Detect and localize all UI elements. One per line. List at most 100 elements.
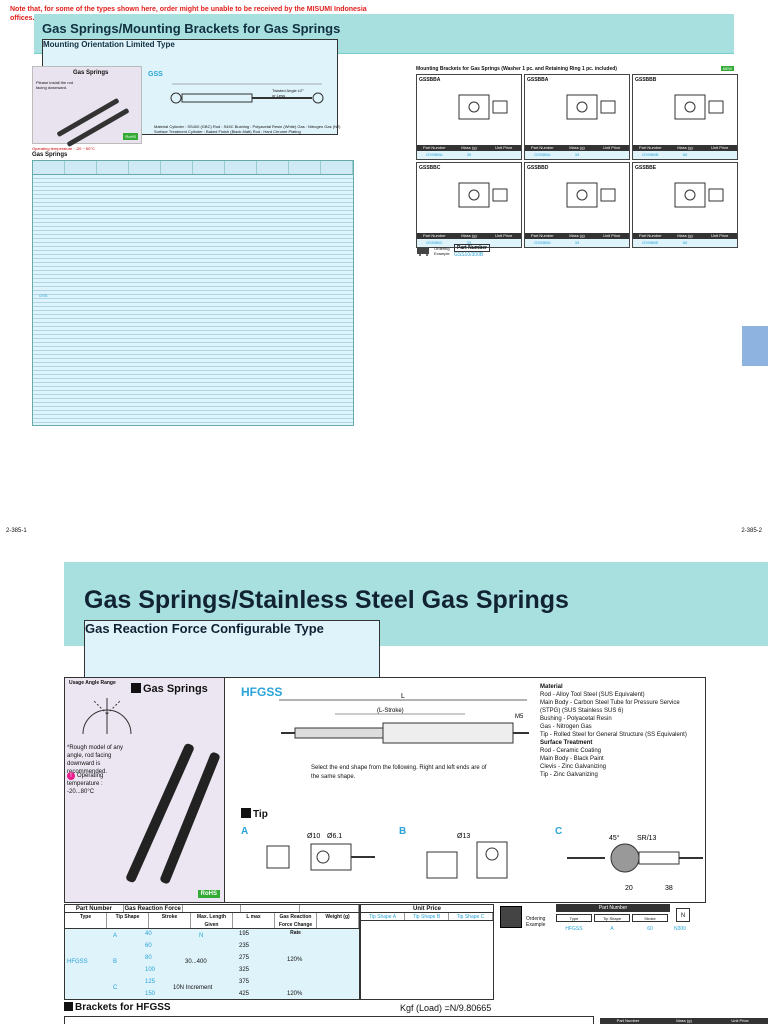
bracket-head: Unit Price — [711, 145, 729, 150]
bracket-name: GSSBBD — [527, 165, 549, 171]
bracket-name: GSSBBA — [419, 77, 441, 83]
kgf-formula: Kgf (Load) =N/9.80665 — [400, 1003, 492, 1013]
bracket-head: Part Number — [530, 145, 554, 150]
table-row — [33, 407, 353, 411]
top-header-title: Gas Springs/Mounting Brackets for Gas Sp… — [42, 21, 341, 36]
hfgss-photo-panel: Usage Angle Range Gas Springs *Rough mod… — [65, 678, 225, 902]
table-body: HFGSS A B C 40 60 80 100 125 150 N 30...… — [65, 929, 359, 1001]
length-cell: 195 — [239, 931, 250, 937]
length-cell: 275 — [239, 955, 250, 961]
tip-c-label: C — [555, 826, 563, 837]
main-title: Gas Springs/Stainless Steel Gas Springs — [84, 586, 569, 614]
gss-drawing — [170, 83, 324, 104]
ordering-part-head: Part Number — [556, 904, 670, 912]
gas-spring-image — [159, 751, 221, 885]
ordering-value: HFGSS — [565, 926, 583, 932]
gss-temp: Operating temperature : -20 ~ 60°C — [32, 146, 95, 151]
table-row — [33, 383, 353, 387]
table-row — [33, 303, 353, 307]
brackets-frame — [64, 1016, 594, 1024]
table-row — [33, 295, 353, 299]
stroke-cell: 40 — [145, 931, 152, 937]
table-header-row: Part Number Gas Reaction Force — [65, 905, 359, 913]
stroke-cell: 125 — [145, 979, 156, 985]
ordering-value: A — [610, 926, 614, 932]
price-col: Tip Shape B — [405, 913, 449, 920]
gss-material: Material Cylinder : SS400 (GBC) Rod : S4… — [154, 124, 354, 134]
bracket-head: Part Number — [638, 145, 662, 150]
table-row — [33, 415, 353, 419]
gss-panel: Gas Springs Please install the rod facin… — [32, 66, 354, 426]
bracket-part: GSSBBA — [534, 152, 551, 157]
unit-price-title: Unit Price — [361, 905, 493, 913]
table-row — [33, 223, 353, 227]
bracket-drawing — [566, 182, 616, 208]
brackets-panel: Mounting Brackets for Gas Springs (Washe… — [416, 66, 738, 258]
tip-b-drawing: Ø13 — [426, 833, 508, 879]
force-increment: 10N Increment — [173, 985, 213, 991]
table-row — [33, 195, 353, 199]
ordering-part-head: Part Number — [454, 244, 491, 252]
dim-phi6: Ø6.1 — [327, 833, 342, 840]
table-row — [33, 319, 353, 323]
table-row — [33, 203, 353, 207]
table-row — [33, 307, 353, 311]
hfgss-spec-table: Part Number Gas Reaction Force Type Tip … — [64, 904, 360, 1000]
table-row — [33, 235, 353, 239]
dim-20: 20 — [625, 885, 633, 892]
bracket-mass: 60 — [682, 152, 688, 157]
table-row — [33, 355, 353, 359]
bracket-name: GSSBBA — [527, 77, 549, 83]
bracket-drawing — [458, 182, 508, 208]
page-number-right: 2-385-2 — [741, 528, 762, 534]
hdr-stroke: Stroke — [149, 913, 191, 928]
side-index-tab[interactable] — [742, 326, 768, 366]
table-row — [33, 179, 353, 183]
bracket-head: Unit Price — [495, 233, 513, 238]
tip-b-label: B — [399, 826, 407, 837]
dim-m5: M5 — [515, 714, 524, 720]
dim-phi10: Ø10 — [307, 833, 320, 840]
gss-photo: Gas Springs Please install the rod facin… — [32, 66, 142, 148]
hdr-force: Gas Reaction Force — [124, 905, 183, 912]
type-cell: HFGSS — [67, 959, 88, 965]
bracket-part: GSSBBD — [534, 240, 551, 245]
table-row — [33, 175, 353, 179]
bracket-head: Part Number — [616, 1018, 640, 1023]
table-row — [33, 323, 353, 327]
table-row — [33, 251, 353, 255]
table-row — [33, 315, 353, 319]
table-row — [33, 291, 353, 295]
surface-line: Rod - Ceramic Coating — [540, 748, 602, 754]
bracket-part: GSSBBB — [642, 152, 659, 157]
table-header — [33, 161, 353, 175]
gss-photo-note: Please install the rod facing downward. — [36, 80, 74, 90]
table-row — [33, 255, 353, 259]
dim-sr: SR/13 — [637, 835, 657, 842]
ordering-value: 60 — [647, 926, 653, 932]
tip-cell: B — [113, 959, 118, 965]
table-row — [33, 187, 353, 191]
table-row — [33, 267, 353, 271]
hfgss-temp: Operating temperature : -20...80°C — [67, 772, 127, 796]
hdr-type: Type — [65, 913, 107, 928]
table-row — [33, 411, 353, 415]
n-label: N — [199, 933, 204, 939]
ordering-boxes: Type Tip Shape Stroke — [556, 914, 668, 922]
cart-icon — [417, 247, 429, 256]
material-line: Bushing - Polyacetal Resin — [540, 716, 612, 722]
table-row — [33, 387, 353, 391]
bracket-head: Part Number — [422, 145, 446, 150]
dim-L: L — [401, 693, 405, 700]
angle-diagram-icon — [82, 698, 132, 735]
